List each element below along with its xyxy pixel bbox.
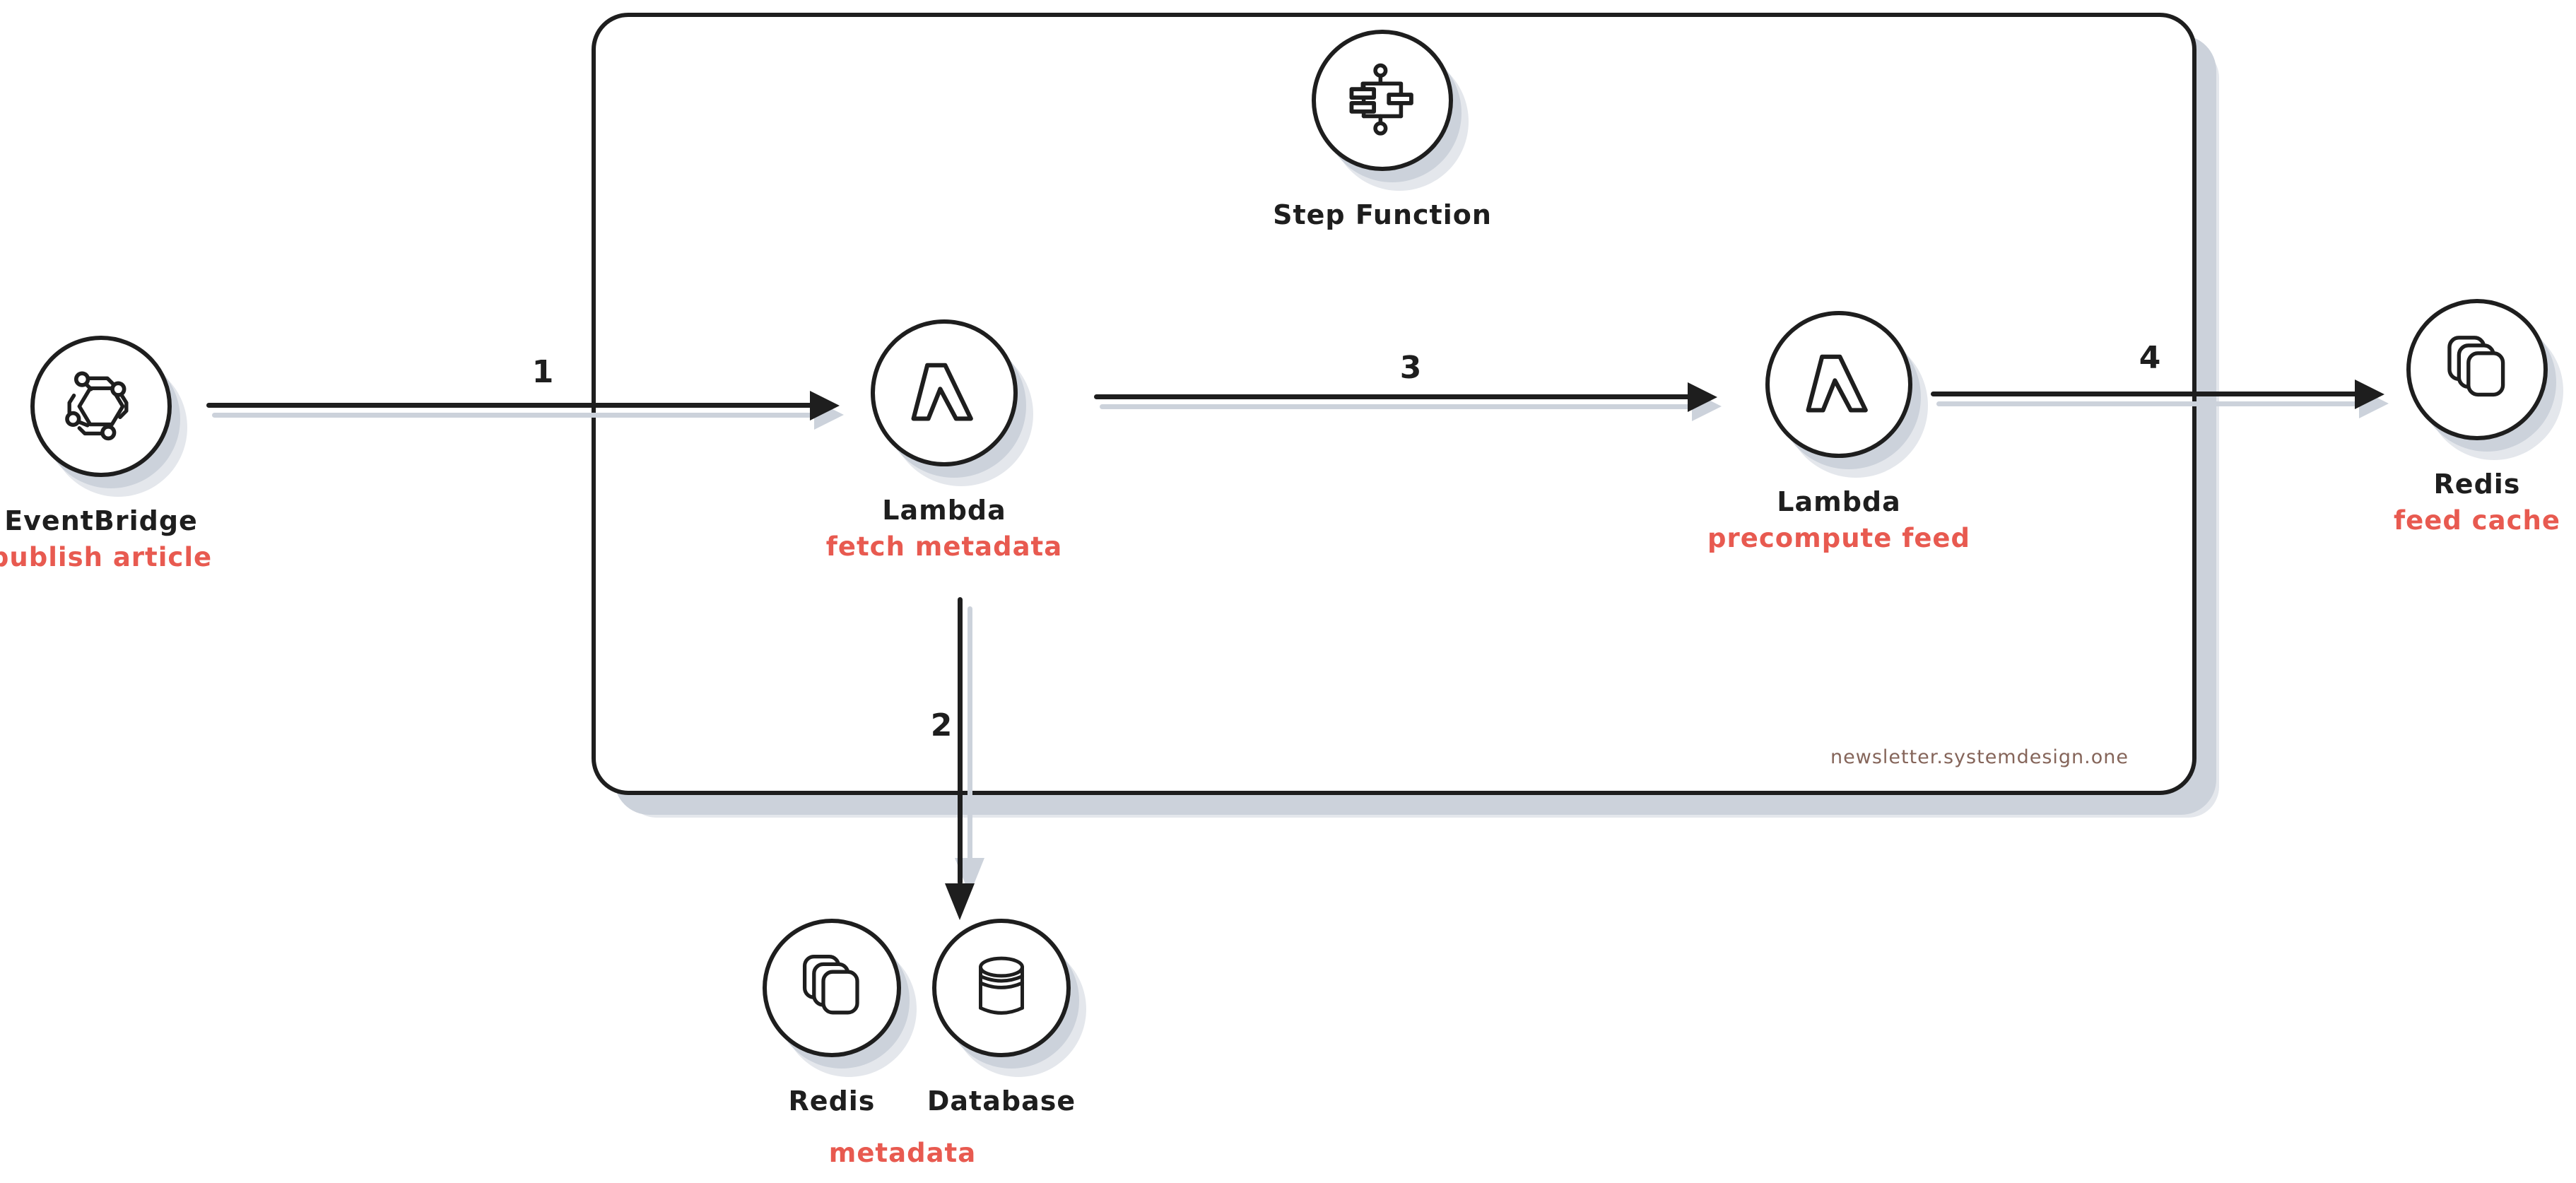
edge-4-line xyxy=(1931,392,2358,396)
edge-2-shadow-line xyxy=(968,606,972,861)
node-database: Database xyxy=(874,919,1129,1117)
lambda-fetch-sublabel: fetch metadata xyxy=(825,531,1063,562)
edge-2-arrowhead xyxy=(945,883,975,920)
metadata-shared-sublabel: metadata xyxy=(828,1138,977,1168)
edge-2-line xyxy=(958,597,963,885)
redis-icon xyxy=(789,946,874,1030)
node-eventbridge: EventBridge publish article xyxy=(0,336,228,572)
lambda-precompute-label: Lambda xyxy=(1777,486,1901,517)
edge-3-line xyxy=(1094,394,1690,399)
redis-icon xyxy=(2434,326,2520,413)
node-redis-feed-cache: Redis feed cache xyxy=(2350,299,2576,536)
redis-metadata-label: Redis xyxy=(788,1085,876,1117)
node-lambda-precompute-feed: Lambda precompute feed xyxy=(1707,311,1970,553)
node-redis-metadata: Redis xyxy=(705,919,959,1117)
node-step-function: Step Function xyxy=(1255,30,1510,230)
database-icon xyxy=(960,946,1043,1030)
watermark-text: newsletter.systemdesign.one xyxy=(1830,746,2129,768)
redis-feed-sublabel: feed cache xyxy=(2394,505,2560,536)
lambda-icon xyxy=(1789,335,1888,434)
edge-1-line xyxy=(206,403,813,408)
edge-3-arrowhead xyxy=(1688,382,1717,412)
eventbridge-label: EventBridge xyxy=(4,505,198,536)
lambda-precompute-sublabel: precompute feed xyxy=(1707,523,1970,553)
database-label: Database xyxy=(927,1085,1076,1117)
edge-2-label: 2 xyxy=(930,707,953,743)
redis-feed-label: Redis xyxy=(2433,469,2521,500)
edge-4-arrowhead xyxy=(2355,379,2384,409)
step-function-label: Step Function xyxy=(1273,199,1492,230)
lambda-fetch-label: Lambda xyxy=(882,495,1006,526)
lambda-circle xyxy=(871,319,1018,466)
edge-3-shadow-line xyxy=(1100,404,1693,409)
eventbridge-sublabel: publish article xyxy=(0,542,213,572)
eventbridge-circle xyxy=(30,336,172,477)
step-function-icon xyxy=(1336,54,1429,147)
eventbridge-icon xyxy=(56,361,146,452)
edge-1-shadow-line xyxy=(212,413,818,418)
edge-4-label: 4 xyxy=(2139,340,2161,376)
redis-circle xyxy=(2406,299,2548,440)
lambda-icon xyxy=(895,343,994,442)
edge-3-label: 3 xyxy=(1399,350,1422,386)
database-circle xyxy=(932,919,1071,1057)
edge-1-label: 1 xyxy=(531,354,554,390)
edge-4-shadow-line xyxy=(1936,401,2359,406)
node-lambda-fetch-metadata: Lambda fetch metadata xyxy=(817,319,1071,562)
edge-1-arrowhead xyxy=(810,391,840,420)
redis-circle xyxy=(763,919,901,1057)
lambda-circle xyxy=(1765,311,1912,458)
step-function-circle xyxy=(1312,30,1453,171)
